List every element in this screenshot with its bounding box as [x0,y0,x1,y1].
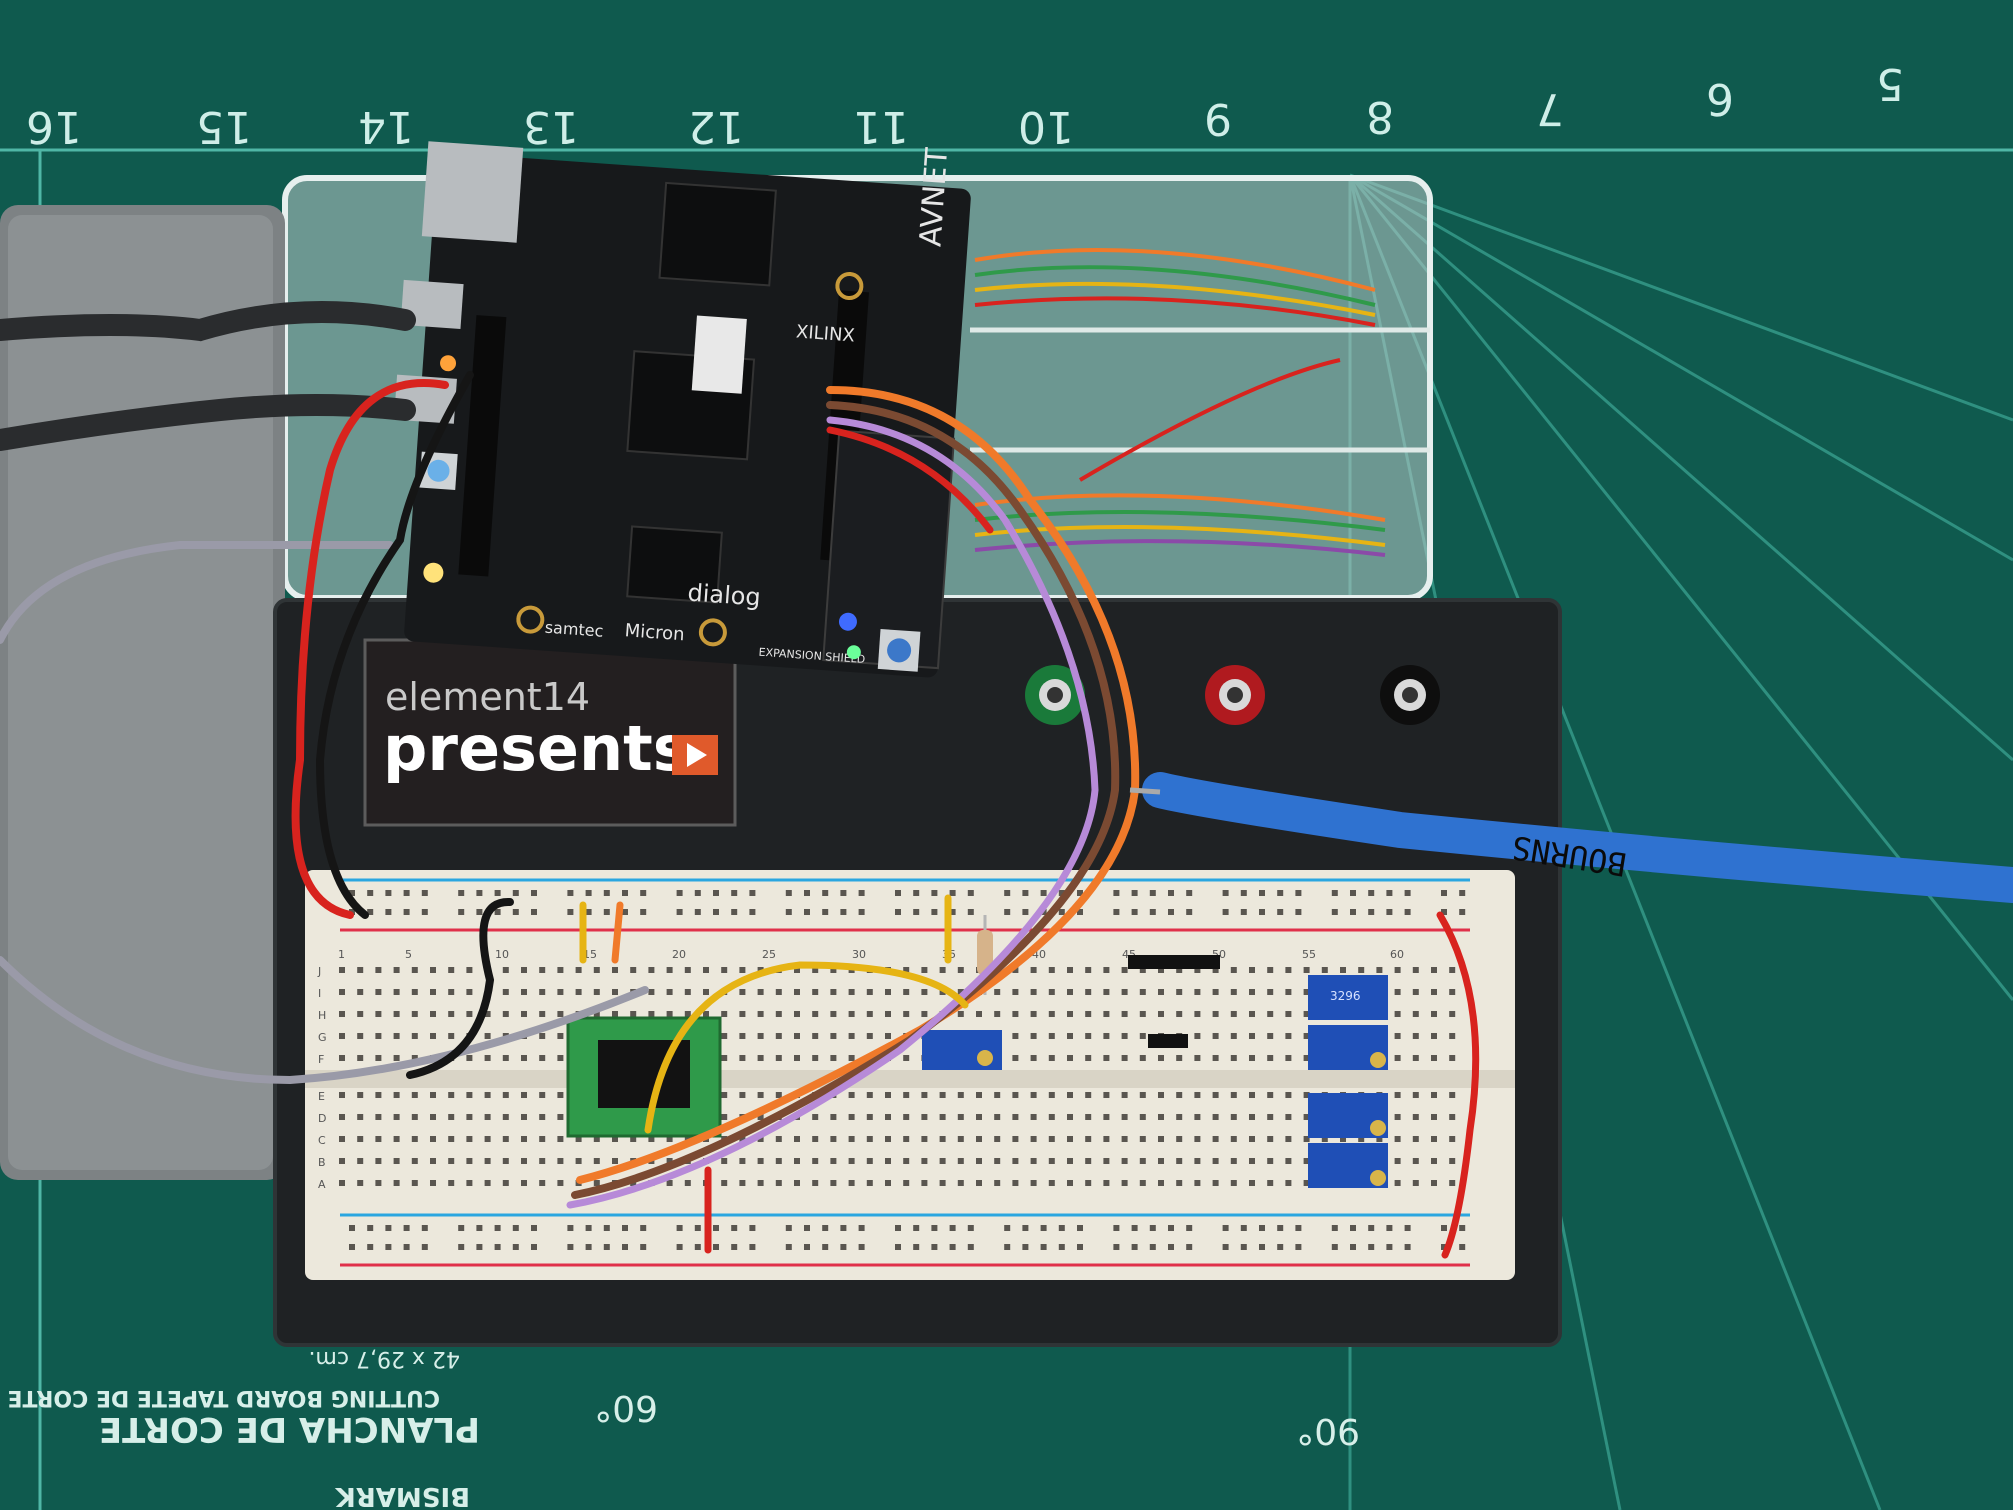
black-wire [315,371,474,919]
led-orange [440,355,457,372]
svg-text:D: D [318,1112,326,1125]
mat-size-text: 42 x 29,7 cm. [309,1346,461,1371]
pin-header-right [820,290,869,562]
element14-presents-sticker: element14 presents [363,638,737,827]
column-labels-top: 1 5 10 15 20 25 30 35 40 45 50 55 60 [338,948,1404,961]
svg-text:7: 7 [1536,83,1564,134]
micro-usb-port-1 [400,279,464,329]
led-green [846,645,861,660]
mat-angle-60: 60° [594,1387,658,1428]
svg-text:6: 6 [1706,73,1734,124]
svg-text:F: F [318,1053,324,1066]
led-yellow [423,562,444,583]
yellow-wire-1 [644,961,969,1134]
sticker-line2: presents [383,712,690,785]
orange-wire-short [611,901,624,964]
purple-wire [566,416,1099,1209]
red-wire [291,379,449,919]
play-icon [687,743,707,767]
usb-a-port [421,141,524,243]
svg-text:10: 10 [1018,101,1074,152]
board-xilinx-label: XILINX [795,321,855,346]
ic-chip [598,1040,690,1108]
black-wire-2 [406,898,514,1079]
spare-jumper-wires [974,248,1386,557]
board-dialog-label: dialog [687,579,762,612]
svg-text:14: 14 [358,101,414,152]
svg-text:5: 5 [405,948,412,961]
svg-text:I: I [318,987,321,1000]
board-samtec-label: samtec [544,618,604,641]
svg-text:5: 5 [1876,58,1904,109]
led-blue [838,612,857,631]
red-wire-2 [826,426,994,534]
brown-wire [571,401,1120,1199]
svg-text:55: 55 [1302,948,1316,961]
orange-wire [576,386,1140,1184]
mat-line2-text: PLANCHA DE CORTE [99,1409,480,1449]
trimmer-pot-group: 3296 [922,975,1388,1188]
svg-text:10: 10 [495,948,509,961]
svg-text:J: J [317,965,321,978]
row-labels-left: J I H G F E D C B A [317,965,327,1191]
svg-text:16: 16 [26,101,82,152]
svg-text:15: 15 [196,101,252,152]
binding-post-black [1380,665,1440,725]
svg-text:1: 1 [338,948,345,961]
svg-text:G: G [318,1031,327,1044]
usb-cable-1 [0,301,416,342]
ruler-numbers: 16 15 14 13 12 11 10 9 8 7 6 5 6 8 [0,58,1904,1420]
bourns-adjustment-tool: BOURNS [1129,772,2013,903]
soic-breakout-board [566,1016,722,1138]
binding-post-green [1025,665,1085,725]
binding-post-red [1205,665,1265,725]
gray-wire [0,540,649,1085]
svg-text:C: C [318,1134,326,1147]
svg-text:8: 8 [1366,91,1394,142]
jumper-wires [0,301,1480,1259]
qr-label [691,315,747,394]
mat-line1-text: CUTTING BOARD TAPETE DE CORTE [7,1385,440,1410]
svg-text:9: 9 [1204,93,1232,144]
board-brand-avnet: AVNET [913,146,955,248]
header-pins-row [1128,955,1220,1048]
mat-print: 42 x 29,7 cm. CUTTING BOARD TAPETE DE CO… [7,1346,1360,1510]
mat-angle-90: 90° [1296,1410,1360,1451]
svg-text:A: A [318,1178,326,1191]
board-micron-label: Micron [624,620,685,645]
sticker-line1: element14 [385,675,590,719]
svg-text:12: 12 [688,101,744,152]
svg-text:E: E [318,1090,325,1103]
svg-text:25: 25 [762,948,776,961]
svg-text:B: B [318,1156,326,1169]
svg-text:8: 8 [0,1258,2,1309]
avnet-dev-board: AVNET XILINX dialog Micron samtec EXPANS… [393,141,971,678]
svg-text:60: 60 [1390,948,1404,961]
memory-chip [658,181,777,287]
red-wire-rail-right [1436,911,1480,1259]
flash-chip [626,525,723,604]
mat-brand-text: BISMARK [335,1481,470,1510]
trimmer-pot-2 [1308,975,1388,1020]
svg-text:6: 6 [0,1369,2,1420]
usb-cable-2 [0,394,416,451]
svg-text:20: 20 [672,948,686,961]
trimmer-label: 3296 [1330,989,1361,1003]
svg-text:H: H [318,1009,326,1022]
svg-text:13: 13 [523,101,579,152]
pin-header-left [458,315,507,577]
svg-text:30: 30 [852,948,866,961]
power-bank [0,205,285,1180]
svg-text:11: 11 [853,101,909,152]
